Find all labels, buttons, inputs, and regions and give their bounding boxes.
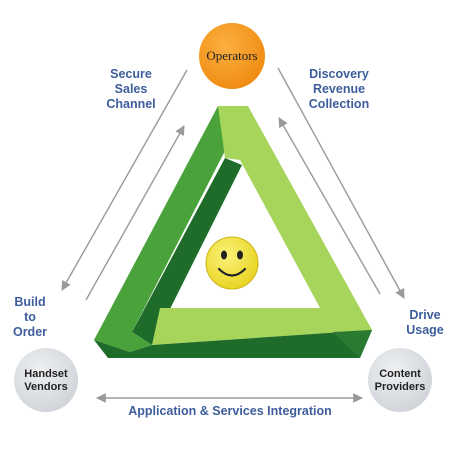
handset-vendors-label: Handset Vendors	[24, 368, 68, 393]
arrow-right-inner	[278, 117, 381, 295]
secure-sales-channel-label: Secure Sales Channel	[106, 67, 156, 111]
discovery-revenue-collection-label: Discovery Revenue Collection	[308, 67, 370, 111]
arrow-left-inner	[85, 125, 185, 301]
triangle-right-bar	[218, 106, 372, 332]
build-to-order-label: Build to Order	[12, 295, 48, 339]
operators-node	[199, 23, 265, 89]
handset-vendors-node	[14, 348, 78, 412]
drive-usage-label: Drive Usage	[406, 308, 444, 337]
operators-label: Operators	[206, 48, 258, 63]
application-services-integration-label: Application & Services Integration	[128, 404, 332, 418]
triangle-bottom-dark-bar	[94, 330, 372, 358]
triangle-inner-dark	[132, 158, 242, 345]
penrose-triangle	[94, 106, 372, 358]
content-providers-label: Content Providers	[374, 368, 426, 393]
content-providers-node	[368, 348, 432, 412]
arrow-left-outer	[61, 69, 188, 291]
triangle-left-bar	[94, 106, 248, 352]
triangle-bottom-inner-bar	[152, 308, 372, 345]
smiley-face-icon	[205, 236, 259, 290]
arrow-right-outer	[277, 67, 405, 299]
triangle-right-edge	[333, 330, 372, 358]
